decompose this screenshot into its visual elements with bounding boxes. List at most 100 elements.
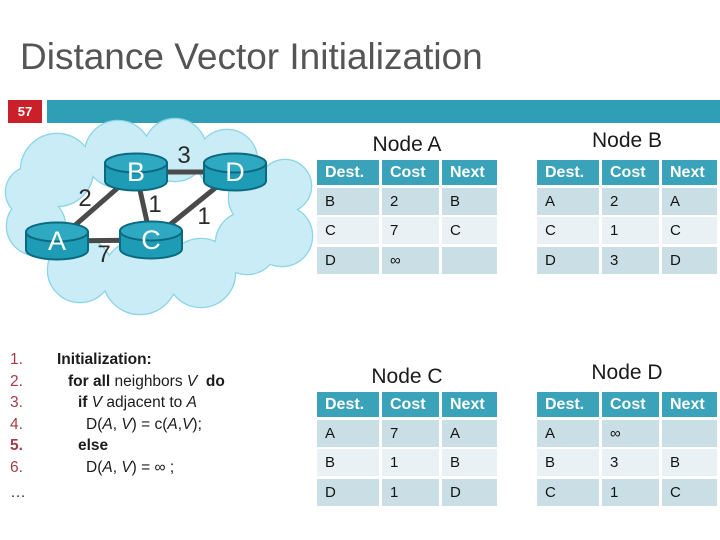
code-line-text: for all neighbors V do <box>68 372 225 390</box>
link-cost-label: 1 <box>197 203 210 230</box>
column-header: Next <box>662 392 717 417</box>
column-header: Dest. <box>537 160 599 185</box>
title-accent-bar <box>47 100 720 123</box>
code-line-number: 4. <box>10 415 23 433</box>
router-cylinder-top <box>25 221 89 243</box>
table-cell: 7 <box>382 419 439 447</box>
table-cell: A <box>537 187 599 215</box>
table-cell: D <box>662 246 717 274</box>
code-line-number: 5. <box>10 437 23 454</box>
link-cost-label: 3 <box>177 142 190 169</box>
column-header: Dest. <box>537 392 599 417</box>
column-header: Next <box>662 160 717 185</box>
table-cell: D <box>317 478 379 506</box>
table-cell: 7 <box>382 217 439 244</box>
table-cell: C <box>442 217 497 244</box>
router-cylinder-top <box>119 220 183 242</box>
column-header: Cost <box>602 392 659 417</box>
node-c-table-title: Node C <box>371 365 443 388</box>
code-line: 3. if V adjacent to A <box>10 392 320 414</box>
router-cylinder-top <box>104 152 168 174</box>
table-cell: D <box>442 478 497 506</box>
column-header: Next <box>442 160 497 185</box>
code-line: 2. for all neighbors V do <box>10 371 320 393</box>
table-cell: B <box>662 449 717 476</box>
router-label: D <box>225 157 245 187</box>
code-line: 6. D(A, V) = ∞ ; <box>10 457 320 479</box>
table-cell: C <box>537 217 599 244</box>
pseudocode-lines: 1. Initialization: 2. for all neighbors V d… <box>10 349 320 478</box>
table-cell: C <box>537 478 599 506</box>
code-line: 1. Initialization: <box>10 349 320 371</box>
pseudocode-ellipsis: … <box>10 484 26 501</box>
table-cell: D <box>317 246 379 274</box>
code-line-number: 6. <box>10 458 23 476</box>
router-node-D: D <box>203 152 267 192</box>
table-cell: A <box>662 187 717 215</box>
table-cell: 2 <box>602 187 659 215</box>
table-cell: 3 <box>602 246 659 274</box>
node-b-table-title: Node B <box>591 129 663 152</box>
table-cell: A <box>317 419 379 447</box>
table-cell: 1 <box>382 478 439 506</box>
table-cell: B <box>317 187 379 215</box>
code-line: 4. D(A, V) = c(A,V); <box>10 414 320 436</box>
code-line-number: 1. <box>10 351 23 368</box>
link-cost-label: 2 <box>78 185 91 212</box>
code-line-text: D(A, V) = ∞ ; <box>86 458 175 476</box>
router-nodes: A B C D <box>25 152 267 261</box>
column-header: Next <box>442 392 497 417</box>
table-cell: B <box>442 187 497 215</box>
link-cost-label: 7 <box>97 241 110 268</box>
node-d-table-title: Node D <box>591 361 663 384</box>
table-cell: B <box>442 449 497 476</box>
table-cell: ∞ <box>602 419 659 447</box>
table-cell: B <box>537 449 599 476</box>
table-cell: C <box>662 217 717 244</box>
table-cell: 1 <box>602 217 659 244</box>
slide-number-badge: 57 <box>8 100 42 123</box>
router-label: C <box>141 225 161 255</box>
column-header: Cost <box>602 160 659 185</box>
column-header: Cost <box>382 160 439 185</box>
column-header: Dest. <box>317 392 379 417</box>
router-cylinder-top <box>203 152 267 174</box>
pseudocode-block: 1. Initialization: 2. for all neighbors V d… <box>10 349 320 504</box>
table-cell: D <box>537 246 599 274</box>
table-cell: C <box>317 217 379 244</box>
table-cell: A <box>537 419 599 447</box>
code-line-text: D(A, V) = c(A,V); <box>86 415 202 433</box>
slide-title: Distance Vector Initialization <box>20 36 483 77</box>
router-node-A: A <box>25 221 89 261</box>
column-header: Dest. <box>317 160 379 185</box>
table-cell: 1 <box>382 449 439 476</box>
router-label: A <box>48 226 66 256</box>
router-node-B: B <box>104 152 168 192</box>
router-node-C: C <box>119 220 183 260</box>
code-line-text: Initialization: <box>57 351 152 368</box>
table-cell: B <box>317 449 379 476</box>
table-cell: 1 <box>602 478 659 506</box>
code-line-text: else <box>78 437 109 454</box>
table-cell: 2 <box>382 187 439 215</box>
table-cell: 3 <box>602 449 659 476</box>
link-cost-label: 1 <box>148 191 161 218</box>
router-label: B <box>127 157 145 187</box>
table-cell: C <box>662 478 717 506</box>
code-line-number: 2. <box>10 372 23 390</box>
code-line-text: if V adjacent to A <box>78 394 197 411</box>
table-cell <box>442 246 497 274</box>
node-a-table-title: Node A <box>372 133 442 156</box>
table-cell: ∞ <box>382 246 439 274</box>
table-cell <box>662 419 717 447</box>
code-line-number: 3. <box>10 394 23 411</box>
